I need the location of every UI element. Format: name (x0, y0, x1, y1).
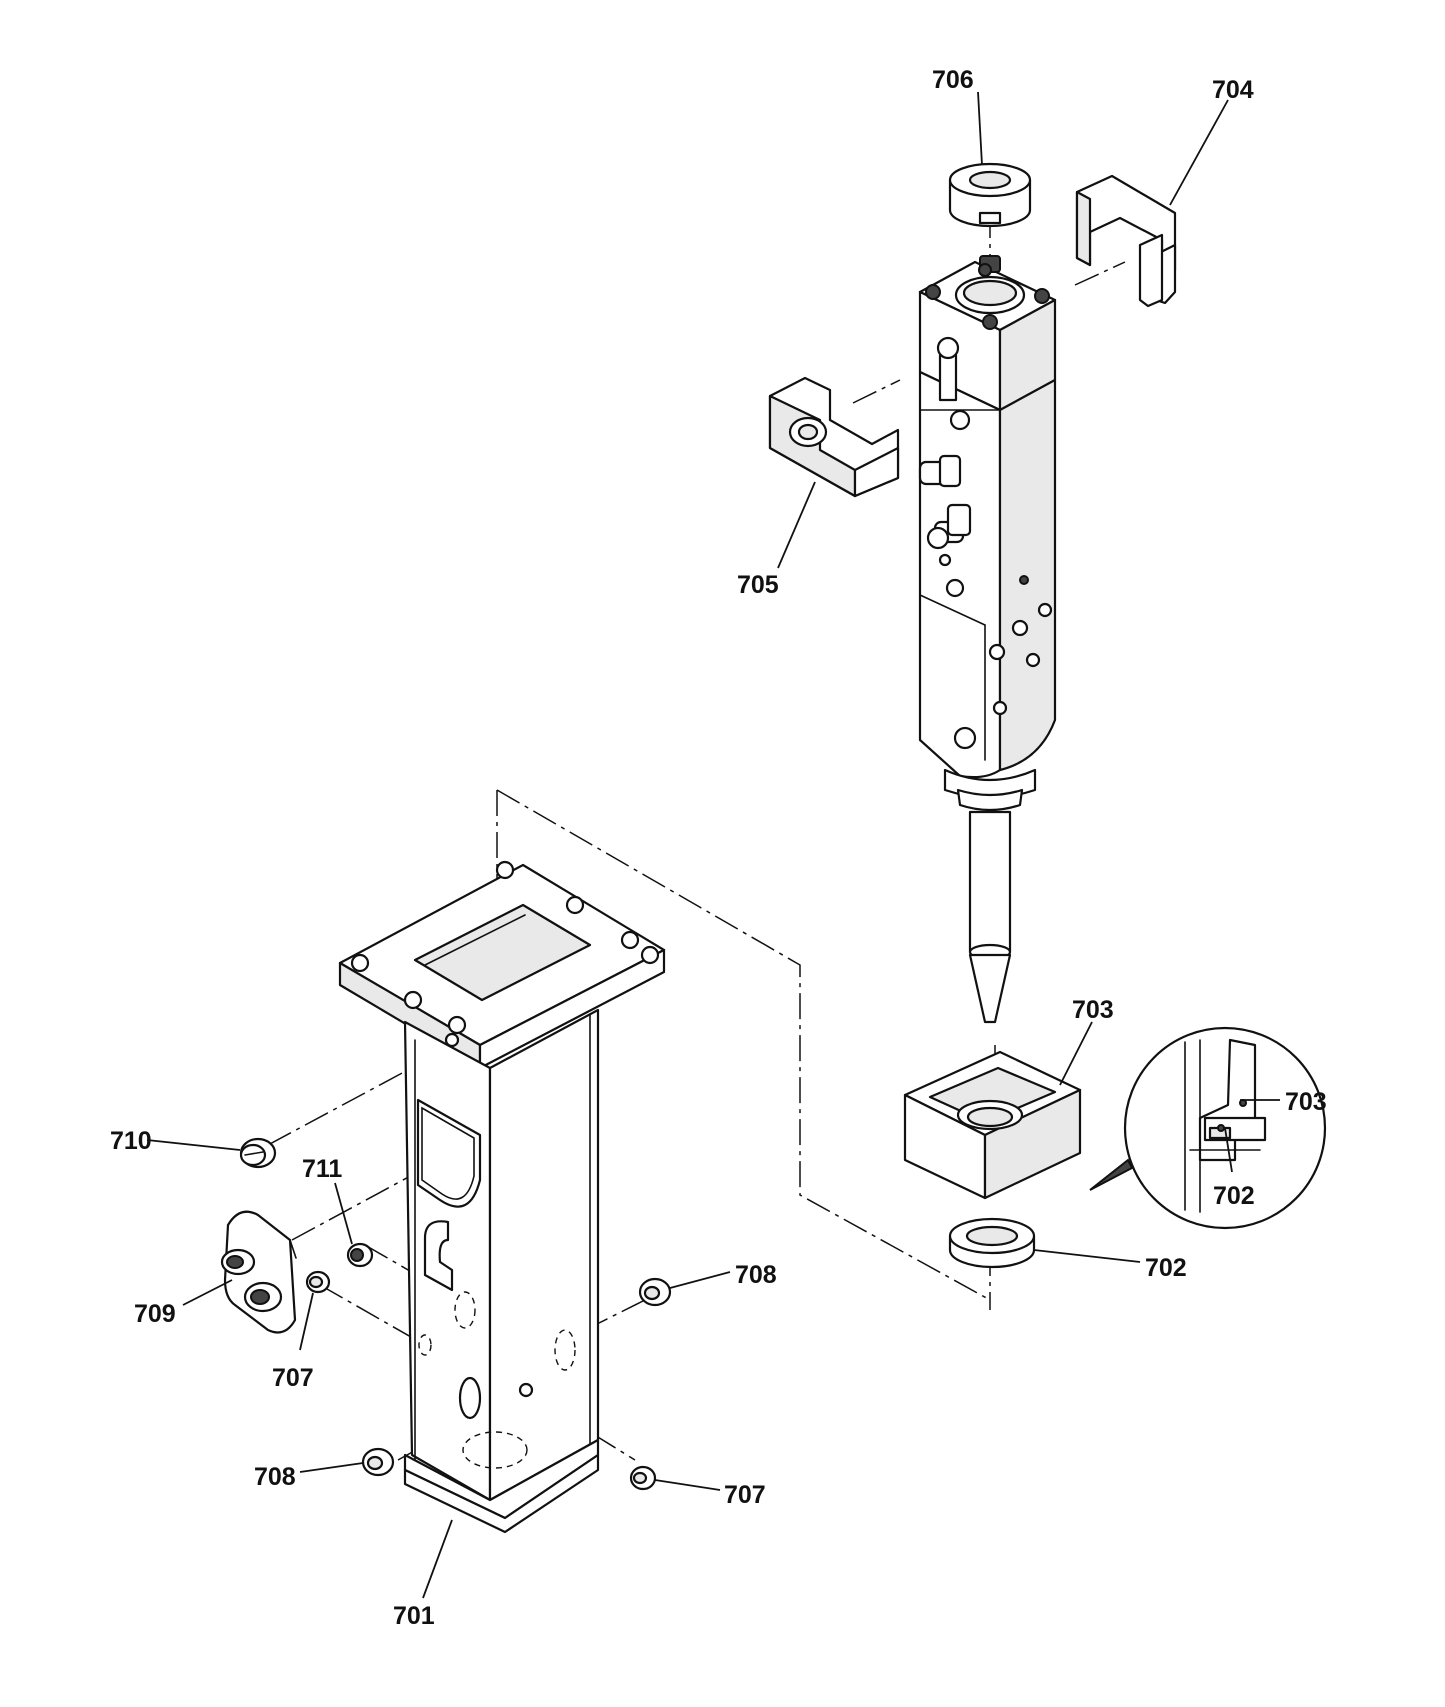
part-706-ring (948, 162, 1032, 228)
label-704: 704 (1212, 76, 1254, 104)
detail-circle (1089, 1026, 1327, 1230)
part-704-bracket (1075, 174, 1177, 308)
label-707-lower: 707 (724, 1481, 766, 1509)
part-710-plug (239, 1137, 277, 1169)
part-711-fitting (346, 1242, 374, 1268)
label-709: 709 (134, 1300, 176, 1328)
label-711: 711 (302, 1155, 342, 1183)
label-707-upper: 707 (272, 1364, 314, 1392)
label-708-left: 708 (254, 1463, 296, 1491)
label-710: 710 (110, 1127, 152, 1155)
label-705: 705 (737, 571, 779, 599)
part-702-ring (948, 1217, 1036, 1269)
label-701: 701 (393, 1602, 435, 1630)
part-709-flange-cover (220, 1210, 297, 1334)
label-703: 703 (1072, 996, 1114, 1024)
label-703-detail: 703 (1285, 1088, 1327, 1116)
label-702: 702 (1145, 1254, 1187, 1282)
part-703-bushing (903, 1050, 1082, 1200)
leader-lines (146, 91, 1280, 1599)
label-706: 706 (932, 66, 974, 94)
part-707-plug-lower (629, 1465, 657, 1491)
part-708-cap-left (361, 1447, 395, 1477)
label-702-detail: 702 (1213, 1182, 1255, 1210)
label-708-right: 708 (735, 1261, 777, 1289)
part-705-bracket (768, 376, 900, 498)
part-701-housing (338, 860, 666, 1534)
part-labels: 706 704 705 703 703 702 702 710 711 709 … (110, 66, 1327, 1630)
part-707-plug-upper (305, 1270, 331, 1294)
hammer-body (918, 255, 1057, 1024)
part-708-cap-right (638, 1277, 672, 1307)
